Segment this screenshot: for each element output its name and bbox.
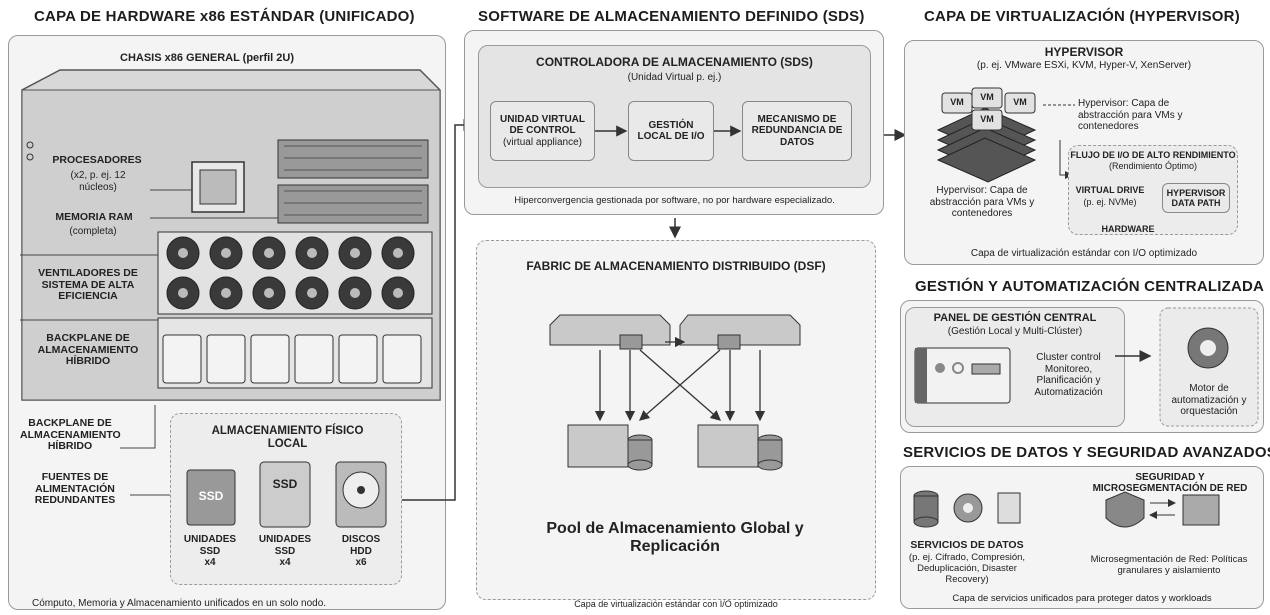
sds-caption: Hiperconvergencia gestionada por softwar… [514, 195, 835, 206]
security-subtitle: Microsegmentación de Red: Políticas gran… [1090, 554, 1248, 576]
services-caption: Capa de servicios unificados para proteg… [952, 593, 1212, 604]
security-title: SEGURIDAD Y MICROSEGMENTACIÓN DE RED [1092, 472, 1248, 494]
vm-icon: VM [1013, 97, 1027, 107]
io-flow-title: FLUJO DE I/O DE ALTO RENDIMIENTO [1070, 150, 1236, 160]
io-flow-subtitle: (Rendimiento Óptimo) [1108, 161, 1198, 171]
backplane-label: BACKPLANE DE ALMACENAMIENTO HÍBRIDO [37, 332, 139, 368]
vm-icon: VM [980, 92, 994, 102]
mgmt-title: GESTIÓN Y AUTOMATIZACIÓN CENTRALIZADA [915, 278, 1265, 295]
hypervisor-title: HYPERVISOR [1044, 45, 1124, 59]
virtual-drive-label: VIRTUAL DRIVE [1075, 185, 1145, 195]
automation-engine-label: Motor de automatización y orquestación [1171, 383, 1247, 417]
virt-caption: Capa de virtualización estándar con I/O … [970, 248, 1198, 259]
local-storage-title: ALMACENAMIENTO FÍSICO LOCAL [211, 425, 364, 450]
fans-label: VENTILADORES DE SISTEMA DE ALTA EFICIENC… [38, 267, 138, 303]
hypervisor-subtitle: (p. ej. VMware ESXi, KVM, Hyper-V, XenSe… [976, 60, 1192, 71]
ram-sublabel: (completa) [69, 226, 117, 237]
ram-label: MEMORIA RAM [55, 211, 133, 223]
mgmt-inner-panel [905, 307, 1125, 427]
ssd-icon: SSD [272, 477, 298, 491]
controller-subtitle: (Unidad Virtual p. ej.) [627, 72, 722, 83]
backplane-label-secondary: BACKPLANE DE ALMACENAMIENTO HÍBRIDO [20, 417, 121, 453]
chassis-title: CHASIS x86 GENERAL (perfil 2U) [120, 52, 295, 64]
processors-sublabel: (x2, p. ej. 12 núcleos) [70, 170, 126, 193]
pool-label: Pool de Almacenamiento Global y Replicac… [546, 520, 804, 555]
control-unit-box: UNIDAD VIRTUAL DE CONTROL(virtual applia… [490, 101, 595, 161]
services-panel [900, 466, 1264, 609]
vm-icon: VM [980, 114, 994, 124]
redundancy-box: MECANISMO DE REDUNDANCIA DE DATOS [742, 101, 852, 161]
cluster-control-text: Cluster control Monitoreo, Planificación… [1034, 352, 1103, 398]
mgmt-panel-subtitle: (Gestión Local y Multi-Clúster) [947, 326, 1083, 337]
psu-label: FUENTES DE ALIMENTACIÓN REDUNDANTES [34, 471, 116, 507]
hypervisor-left-caption: Hypervisor: Capa de abstracción para VMs… [929, 185, 1035, 219]
hardware-label: HARDWARE [1101, 224, 1155, 234]
hardware-caption: Cómputo, Memoria y Almacenamiento unific… [32, 598, 327, 609]
data-path-box: HYPERVISOR DATA PATH [1162, 183, 1230, 213]
vm-icon: VM [950, 97, 964, 107]
dsf-title: FABRIC DE ALMACENAMIENTO DISTRIBUIDO (DS… [526, 259, 826, 273]
mgmt-panel-title: PANEL DE GESTIÓN CENTRAL [933, 312, 1097, 324]
ssd-icon: SSD [198, 489, 224, 503]
virtual-drive-sublabel: (p. ej. NVMe) [1083, 197, 1137, 207]
controller-title: CONTROLADORA DE ALMACENAMIENTO (SDS) [536, 55, 813, 69]
hardware-title: CAPA DE HARDWARE x86 ESTÁNDAR (UNIFICADO… [34, 8, 415, 25]
services-title: SERVICIOS DE DATOS Y SEGURIDAD AVANZADOS [903, 444, 1270, 461]
data-services-subtitle: (p. ej. Cifrado, Compresión, Deduplicaci… [908, 552, 1026, 585]
virt-title: CAPA DE VIRTUALIZACIÓN (HYPERVISOR) [924, 8, 1240, 25]
data-services-title: SERVICIOS DE DATOS [910, 539, 1024, 551]
hypervisor-note: Hypervisor: Capa de abstracción para VMs… [1078, 98, 1183, 132]
processors-label: PROCESADORES [52, 154, 142, 166]
sds-title: SOFTWARE DE ALMACENAMIENTO DEFINIDO (SDS… [478, 8, 865, 25]
dsf-caption: Capa de virtualización estándar con I/O … [574, 599, 778, 609]
local-io-box: GESTIÓN LOCAL DE I/O [628, 101, 714, 161]
dsf-panel [476, 240, 876, 600]
